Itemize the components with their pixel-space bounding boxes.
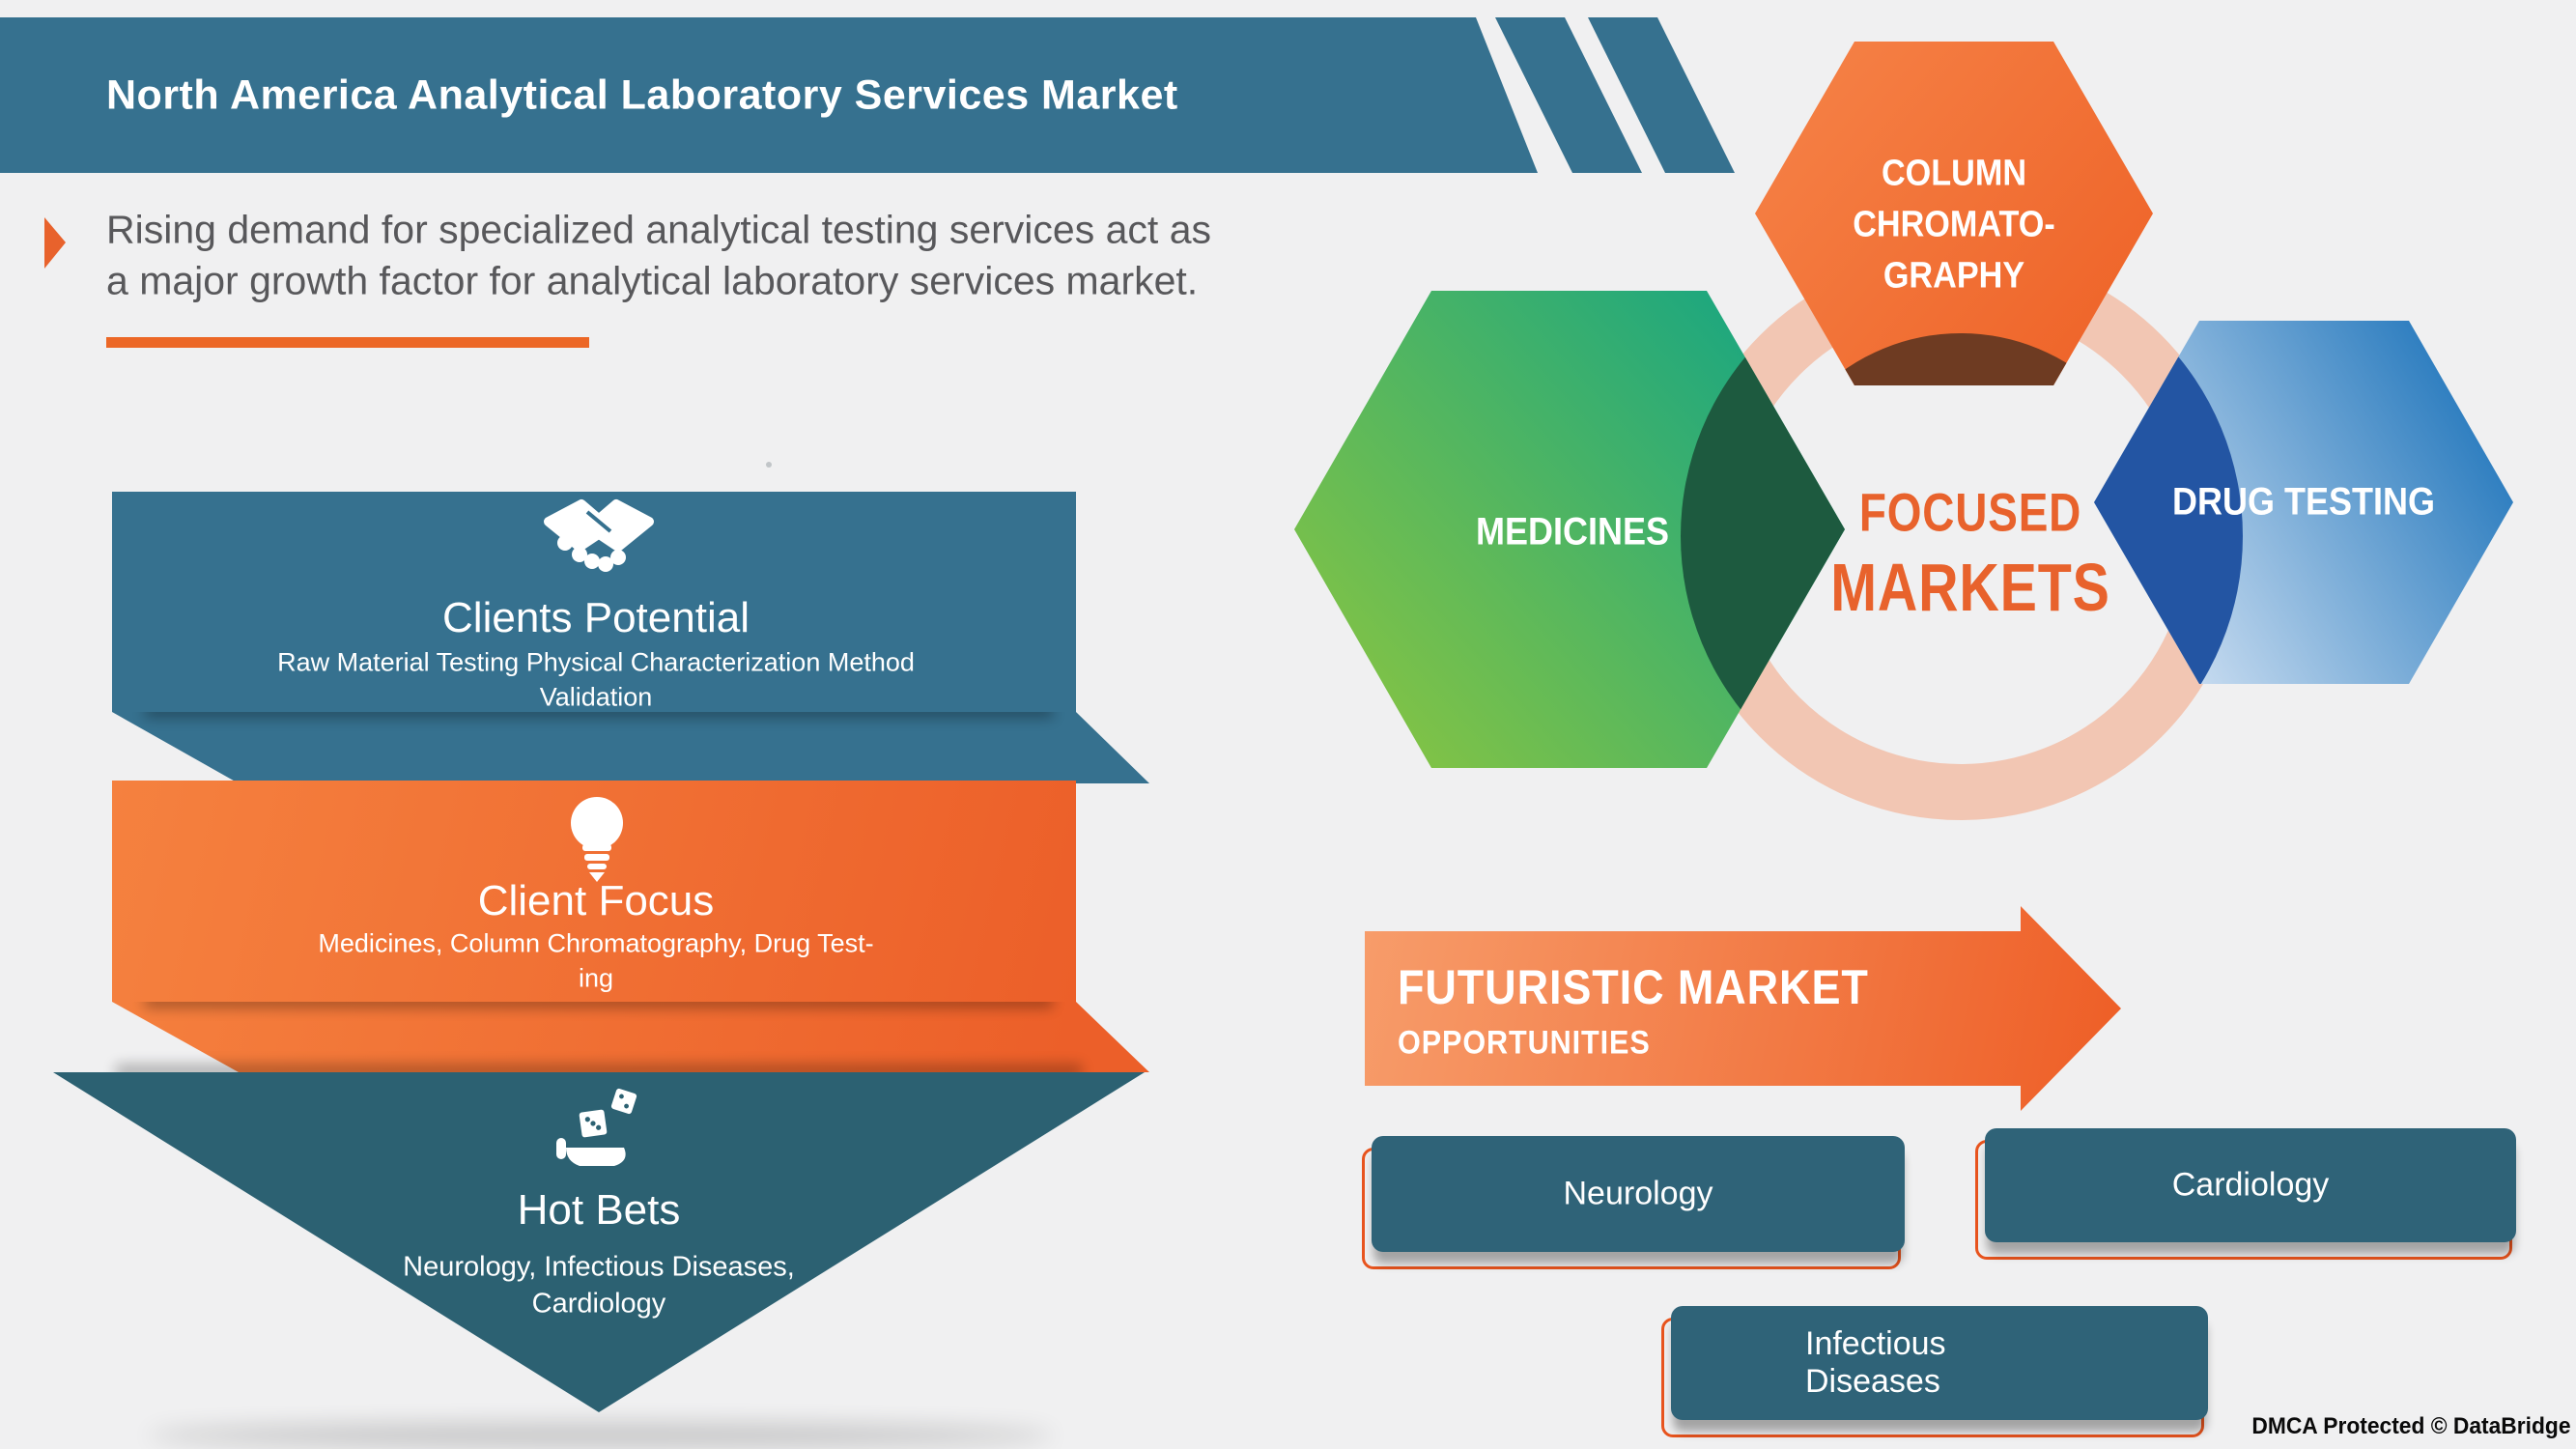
tier1-subtitle-line1: Raw Material Testing Physical Characteri… — [277, 647, 915, 677]
futuristic-market-title: FUTURISTIC MARKET — [1398, 960, 1869, 1014]
tier2-heading: Client Focus — [477, 877, 715, 924]
futuristic-market-subtitle: OPPORTUNITIES — [1398, 1024, 1651, 1062]
focused-markets-line1: FOCUSED — [1858, 481, 2082, 543]
opportunity-box-cardiology-label: Cardiology — [2171, 1166, 2330, 1204]
focused-markets-line2: MARKETS — [1830, 550, 2110, 625]
tier3-subtitle-line1: Neurology, Infectious Diseases, — [403, 1251, 795, 1283]
tier2-subtitle-line2: ing — [578, 963, 614, 993]
opportunity-box-neurology-front: Neurology — [1372, 1136, 1905, 1252]
column-chromatography-line3: GRAPHY — [1882, 255, 2025, 297]
medicines-label: MEDICINES — [1475, 510, 1670, 554]
opportunity-box-infectious-diseases: Infectious Diseases — [1661, 1306, 2208, 1437]
intro-line-2: a major growth factor for analytical lab… — [106, 258, 1199, 303]
opportunity-box-cardiology-front: Cardiology — [1985, 1128, 2516, 1242]
bullet-arrow-icon — [44, 217, 66, 269]
opportunity-box-neurology: Neurology — [1362, 1136, 1905, 1269]
opportunity-box-neurology-label: Neurology — [1563, 1175, 1713, 1212]
column-chromatography-label: COLUMN CHROMATO- GRAPHY — [1853, 149, 2055, 302]
futuristic-market-arrow — [1365, 906, 2121, 1111]
tier3-heading: Hot Bets — [517, 1186, 681, 1234]
tier1-heading: Clients Potential — [442, 594, 750, 641]
dmca-watermark: DMCA Protected © DataBridge — [2251, 1413, 2571, 1439]
column-chromatography-hexagon — [1755, 42, 2153, 385]
opportunity-box-infectious-diseases-label: Infectious Diseases — [1805, 1325, 1946, 1400]
dice-hand-icon — [556, 1088, 637, 1166]
stray-dot — [766, 462, 772, 468]
banner-stripe-1 — [1495, 17, 1642, 173]
accent-divider — [106, 337, 589, 348]
funnel-tier3-triangle — [53, 1072, 1145, 1412]
tier3-subtitle-line2: Cardiology — [531, 1288, 666, 1320]
column-chromatography-line1: COLUMN — [1881, 153, 2027, 194]
intro-line-1: Rising demand for specialized analytical… — [106, 207, 1211, 252]
column-chromatography-line2: CHROMATO- — [1853, 204, 2055, 245]
banner-stripe-2 — [1588, 17, 1735, 173]
tier1-subtitle-line2: Validation — [539, 682, 653, 712]
handshake-icon — [544, 499, 654, 572]
funnel-tier1-trapezoid — [112, 712, 1149, 783]
banner-title: North America Analytical Laboratory Serv… — [106, 71, 1178, 119]
funnel-tier2-trapezoid — [112, 1002, 1149, 1072]
lightbulb-icon — [571, 797, 623, 882]
opportunity-box-cardiology: Cardiology — [1975, 1128, 2516, 1260]
tier2-subtitle-line1: Medicines, Column Chromatography, Drug T… — [318, 928, 874, 958]
opportunity-box-infectious-diseases-front: Infectious Diseases — [1671, 1306, 2208, 1420]
funnel-ground-shadow — [147, 1424, 1055, 1447]
drug-testing-label: DRUG TESTING — [2171, 480, 2436, 524]
title-banner — [0, 17, 1538, 173]
